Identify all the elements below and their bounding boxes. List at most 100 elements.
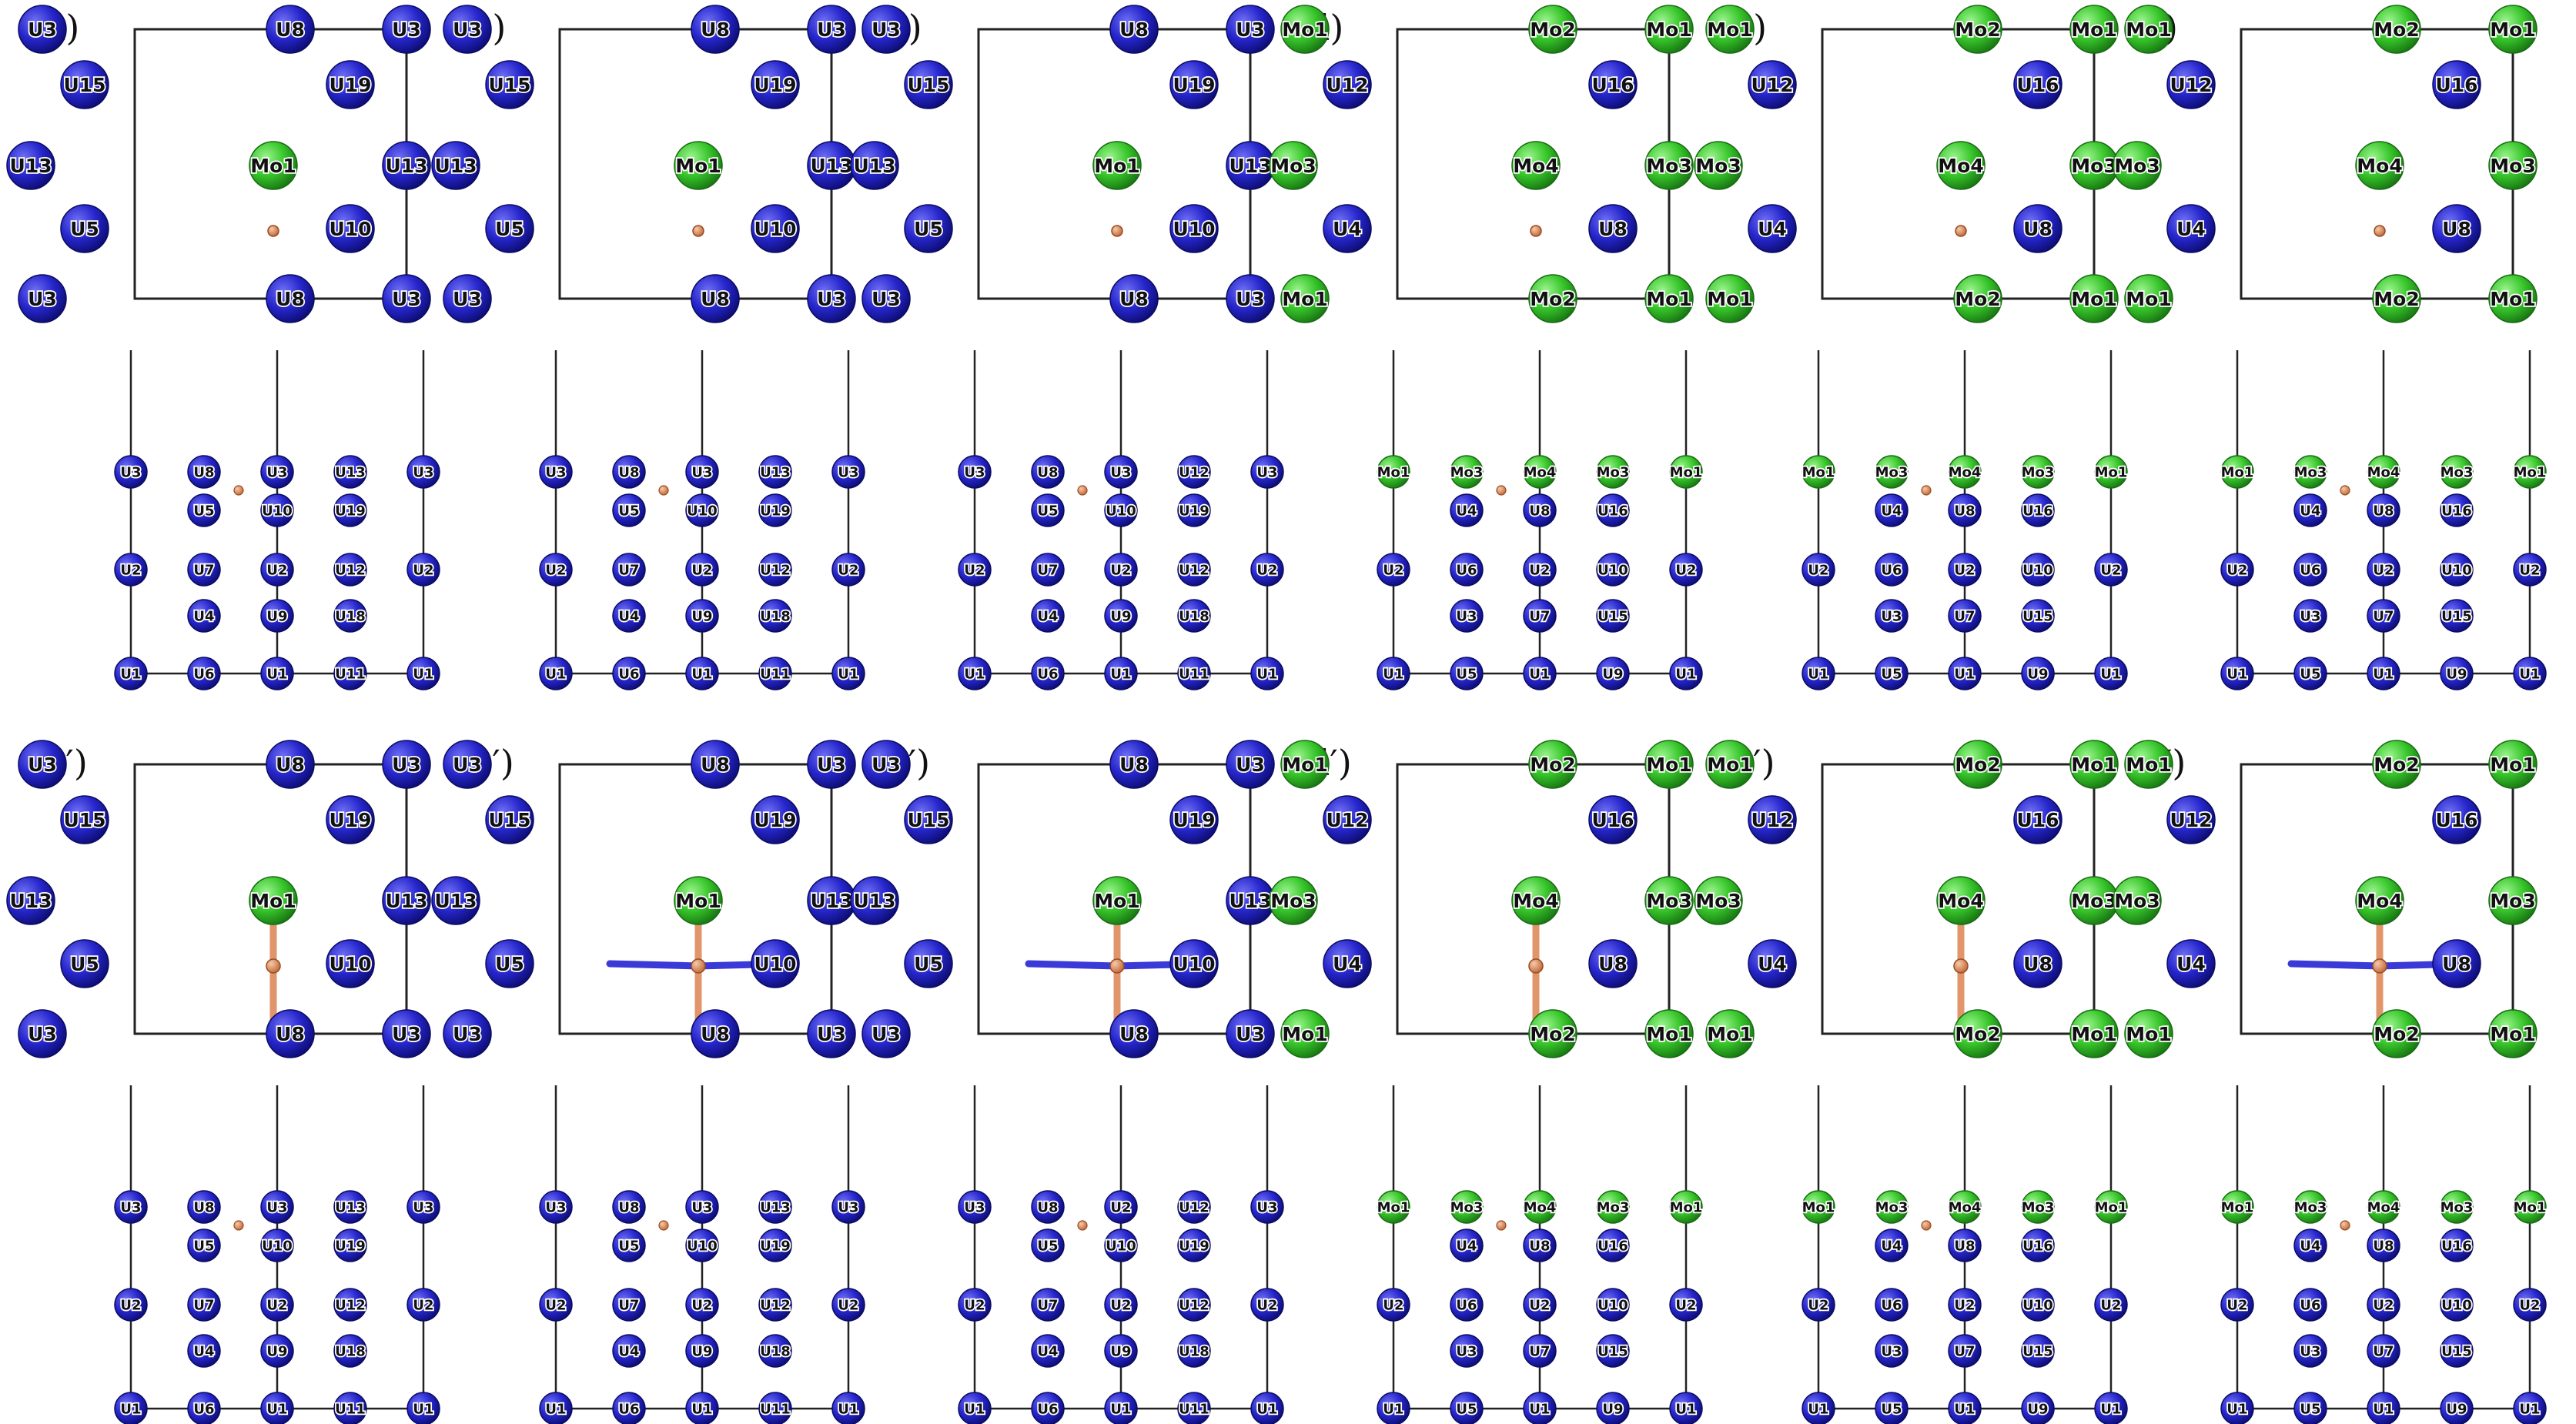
he-atom	[267, 225, 279, 237]
side-atom-u4-sphere	[2293, 493, 2327, 527]
top-atom-mo3-sphere	[2113, 141, 2162, 190]
side-atom-u3-label: U3	[120, 464, 141, 480]
top-atom-u4-label: U4	[1333, 953, 1362, 975]
top-atom-mo1-label: Mo1	[1707, 18, 1752, 41]
top-atom-u8-sphere	[1109, 740, 1159, 789]
side-atom-u19-sphere	[1177, 1228, 1211, 1262]
side-atom-u7-label: U7	[193, 562, 214, 578]
side-atom-u1-label: U1	[2226, 1401, 2247, 1417]
side-atom-u2-label: U2	[266, 1297, 287, 1313]
top-atom-u8-label: U8	[276, 18, 305, 41]
side-atom-u11-sphere	[1177, 1392, 1211, 1424]
side-atom-u1-label: U1	[838, 666, 858, 682]
top-atom-u8-sphere	[2432, 939, 2481, 988]
side-atom-u1-label: U1	[1675, 1401, 1696, 1417]
top-atom-mo1-label: Mo1	[2071, 288, 2116, 310]
side-atom-u8-sphere	[1523, 1228, 1557, 1262]
top-atom-u13-sphere	[6, 141, 55, 190]
side-atom-u2-sphere	[114, 553, 148, 587]
he-atom	[692, 225, 704, 237]
side-atom-u5-label: U5	[618, 1238, 639, 1254]
top-atom-mo3-sphere	[2488, 141, 2538, 190]
side-atom-u8-label: U8	[1037, 1199, 1058, 1215]
side-atom-u15-label: U15	[2022, 608, 2053, 624]
top-atom-mo3-sphere	[2113, 876, 2162, 925]
side-atom-u10-label: U10	[2022, 1297, 2053, 1313]
side-atom-u18-label: U18	[335, 608, 366, 624]
top-atom-mo1-label: Mo1	[1282, 18, 1327, 41]
top-atom-u13-sphere	[850, 876, 899, 925]
side-atom-u11-label: U11	[1179, 1401, 1209, 1417]
side-atom-mo3-label: Mo3	[2022, 1199, 2055, 1215]
side-atom-u4-label: U4	[1881, 503, 1902, 519]
top-atom-mo1-sphere	[2488, 5, 2538, 54]
side-atom-u6-label: U6	[1881, 562, 1902, 578]
side-atom-u2-label: U2	[2373, 562, 2394, 578]
side-atom-u2-sphere	[1948, 1288, 1982, 1322]
side-atom-u3-sphere	[260, 455, 294, 489]
top-atom-mo2-sphere	[1953, 274, 2002, 323]
top-atom-mo1-sphere	[249, 141, 298, 190]
side-atom-u3-sphere	[406, 1190, 440, 1224]
top-atom-u5-sphere	[904, 204, 953, 253]
top-atom-u3-sphere	[861, 5, 911, 54]
side-atom-u3-sphere	[539, 455, 573, 489]
top-atom-mo1-sphere	[674, 141, 723, 190]
side-atom-mo1-sphere	[2513, 1190, 2547, 1224]
top-atom-mo1-sphere	[2069, 274, 2119, 323]
top-atom-u12-label: U12	[1751, 74, 1793, 96]
side-atom-u5-sphere	[2293, 1392, 2327, 1424]
side-atom-mo4-sphere	[1523, 455, 1557, 489]
side-atom-u4-sphere	[187, 599, 221, 633]
side-atom-u6-sphere	[187, 657, 221, 690]
side-atom-u9-sphere	[2440, 1392, 2474, 1424]
top-atom-u16-label: U16	[2016, 809, 2059, 831]
side-atom-u3-label: U3	[838, 464, 858, 480]
side-atom-u6-label: U6	[1456, 1297, 1477, 1313]
top-atom-u8-sphere	[2432, 204, 2481, 253]
top-atom-mo3-sphere	[1644, 141, 1694, 190]
bond-line	[1025, 960, 1121, 970]
top-atom-u12-sphere	[1748, 795, 1797, 844]
top-atom-u8-sphere	[2013, 204, 2062, 253]
top-atom-u13-label: U13	[385, 155, 427, 177]
side-atom-u1-label: U1	[964, 1401, 985, 1417]
top-atom-u8-label: U8	[276, 754, 305, 776]
side-atom-u1-sphere	[2513, 1392, 2547, 1424]
side-atom-u1-label: U1	[1256, 1401, 1277, 1417]
side-atom-u4-label: U4	[1037, 1343, 1058, 1359]
side-atom-mo3-label: Mo3	[2022, 464, 2055, 480]
side-atom-u7-label: U7	[1954, 608, 1975, 624]
side-atom-u8-sphere	[187, 1190, 221, 1224]
top-atom-u3-label: U3	[392, 18, 421, 41]
side-atom-u3-label: U3	[691, 1199, 712, 1215]
side-atom-u4-sphere	[2293, 1228, 2327, 1262]
top-atom-u3-sphere	[18, 1009, 67, 1058]
top-atom-u13-label: U13	[810, 155, 852, 177]
side-atom-u5-label: U5	[618, 503, 639, 519]
side-atom-u1-sphere	[114, 657, 148, 690]
side-atom-u1-label: U1	[120, 666, 141, 682]
side-atom-u8-sphere	[1031, 455, 1065, 489]
panel-11: (e′)Mo1Mo2Mo1U12U16Mo3Mo4Mo3U4U8Mo1Mo2Mo…	[1694, 740, 2129, 1424]
side-atom-u2-label: U2	[2226, 1297, 2247, 1313]
side-atom-u10-sphere	[1104, 1228, 1138, 1262]
side-atom-u13-sphere	[758, 1190, 792, 1224]
side-atom-u3-sphere	[539, 1190, 573, 1224]
side-atom-u3-label: U3	[964, 464, 985, 480]
side-atom-u7-label: U7	[1037, 562, 1058, 578]
side-atom-u9-sphere	[685, 1334, 719, 1368]
side-atom-u1-label: U1	[1954, 666, 1975, 682]
side-atom-u2-label: U2	[413, 1297, 433, 1313]
side-atom-u9-label: U9	[1110, 608, 1131, 624]
top-atom-mo1-label: Mo1	[675, 155, 721, 177]
side-atom-mo4-sphere	[2367, 1190, 2400, 1224]
side-atom-u11-label: U11	[1179, 666, 1209, 682]
side-atom-mo1-label: Mo1	[1802, 464, 1835, 480]
side-atom-u4-label: U4	[1881, 1238, 1902, 1254]
top-atom-mo2-sphere	[2372, 1009, 2421, 1058]
top-atom-mo1-label: Mo1	[1094, 155, 1139, 177]
top-atom-u5-label: U5	[914, 218, 943, 240]
top-atom-u8-sphere	[266, 274, 315, 323]
side-atom-u12-label: U12	[760, 562, 791, 578]
